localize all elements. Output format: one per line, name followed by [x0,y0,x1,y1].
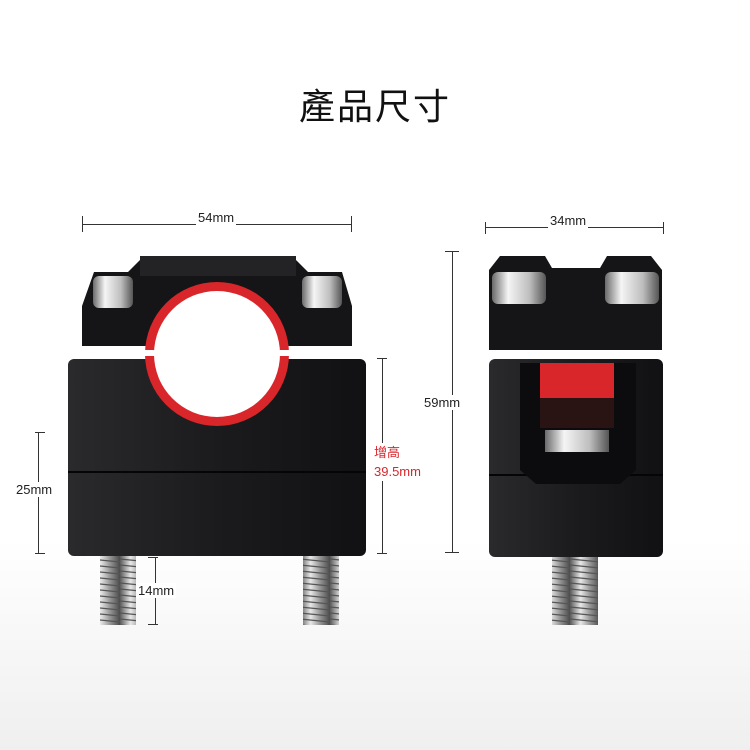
dim-bolt-length: 14mm [136,583,177,598]
side-red-insert [540,363,614,398]
dim-14-tick-top [148,557,158,558]
front-view [68,256,366,625]
dim-total-height: 59mm [422,395,463,410]
dim-front-width: 54mm [196,210,237,225]
dim-raise-value: 39.5mm [374,464,421,479]
dim-25-tick-top [35,432,45,433]
side-bolt [552,553,598,625]
front-cap-bolt-right [302,276,342,308]
dim-lower-height: 25mm [14,482,55,497]
dim-14-tick-bottom [148,624,158,625]
dim-25-tick-bottom [35,553,45,554]
dim-raise: 增高 39.5mm [372,443,423,481]
front-bolt-right [303,553,339,625]
dim-raise-label: 增高 [374,445,401,460]
front-lower-block [68,359,366,556]
page-title: 產品尺寸 [298,87,451,128]
side-spring [545,430,609,452]
side-cap-bolt-right [605,272,659,304]
side-cap-bolt-left [492,272,546,304]
side-view [489,256,663,625]
dim-34-tick-right [663,222,664,234]
front-cap-bolt-left [93,276,133,308]
front-bolt-left [100,553,136,625]
dim-side-width: 34mm [548,213,589,228]
dim-34-tick-left [485,222,486,234]
